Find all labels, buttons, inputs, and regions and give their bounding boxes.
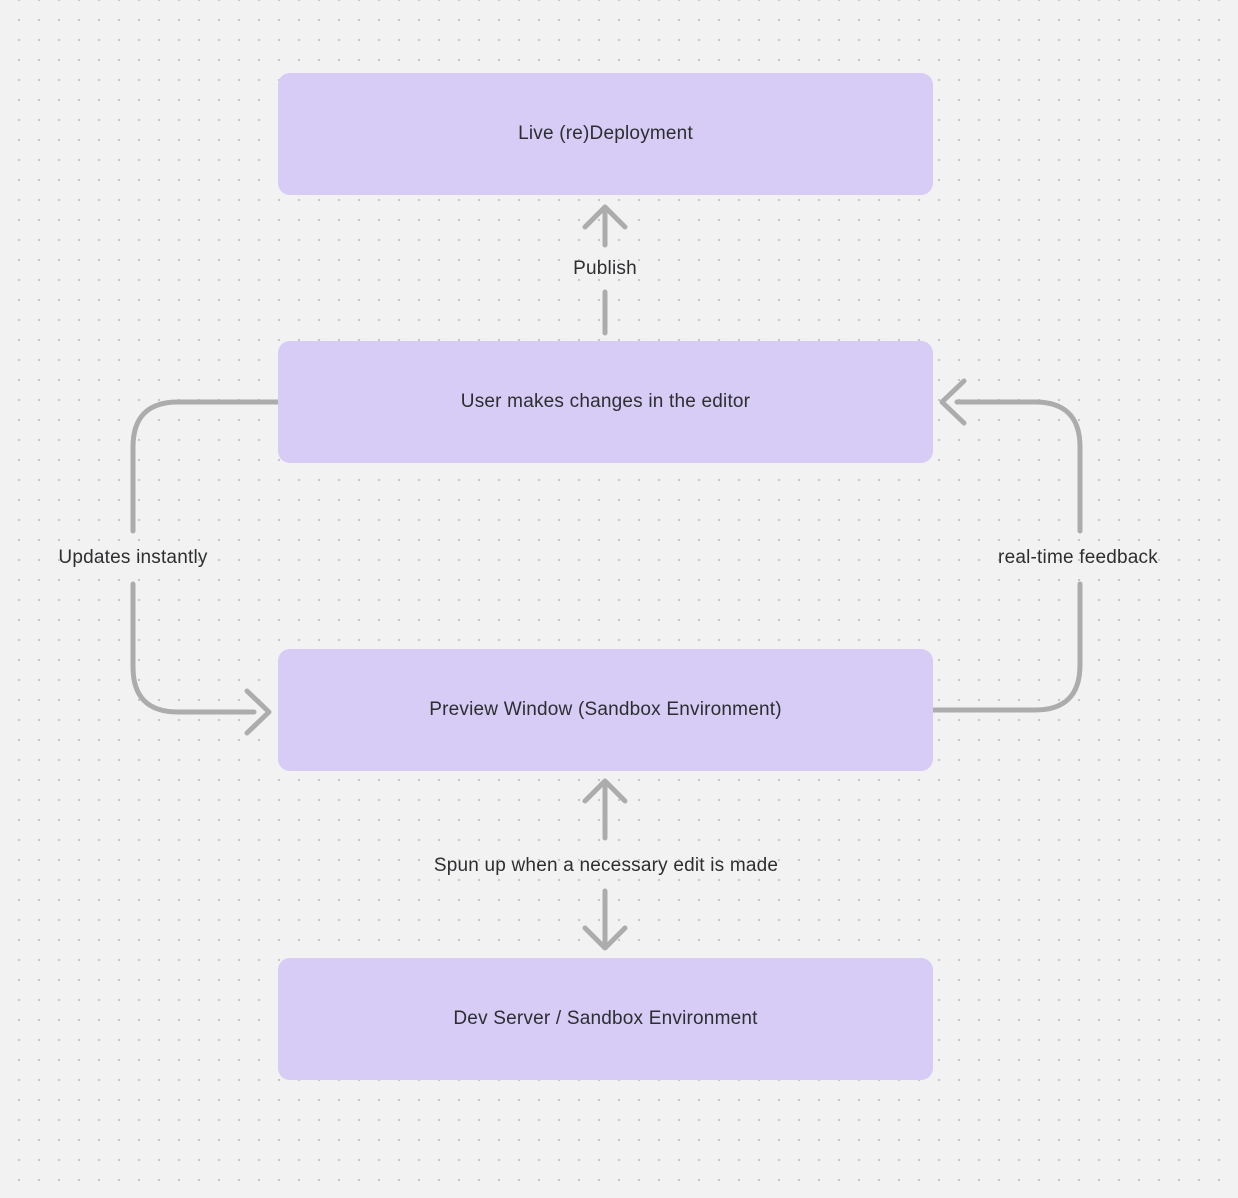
node-preview-window-label: Preview Window (Sandbox Environment): [429, 699, 782, 720]
node-live-deployment: Live (re)Deployment: [278, 73, 933, 195]
edge-label-spun-up: Spun up when a necessary edit is made: [433, 855, 779, 876]
node-dev-server-label: Dev Server / Sandbox Environment: [453, 1008, 758, 1029]
node-live-deployment-label: Live (re)Deployment: [518, 123, 693, 144]
edge-label-publish: Publish: [573, 258, 637, 279]
edge-label-realtime-feedback: real-time feedback: [998, 547, 1158, 568]
realtime-feedback-loop-arrow-icon: [930, 378, 1083, 713]
edge-label-updates-instantly: Updates instantly: [58, 547, 208, 568]
node-user-editor-label: User makes changes in the editor: [460, 391, 751, 412]
node-user-editor: User makes changes in the editor: [278, 341, 933, 463]
node-preview-window: Preview Window (Sandbox Environment): [278, 649, 933, 771]
node-dev-server: Dev Server / Sandbox Environment: [278, 958, 933, 1080]
